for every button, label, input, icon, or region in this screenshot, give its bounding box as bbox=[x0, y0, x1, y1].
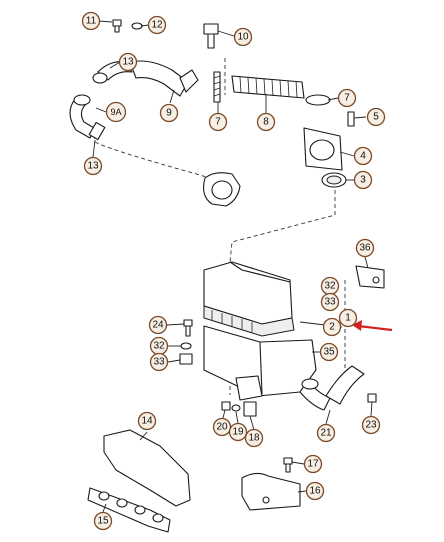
svg-text:1: 1 bbox=[345, 313, 351, 324]
callout-12: 12 bbox=[147, 15, 167, 35]
svg-text:13: 13 bbox=[122, 57, 134, 68]
svg-text:7: 7 bbox=[344, 93, 350, 104]
callout-3: 3 bbox=[353, 170, 373, 190]
callout-35: 35 bbox=[319, 342, 339, 362]
callout-20: 20 bbox=[212, 417, 232, 437]
callout-14: 14 bbox=[137, 411, 157, 431]
svg-text:7: 7 bbox=[215, 117, 221, 128]
svg-text:35: 35 bbox=[323, 347, 335, 358]
svg-text:9A: 9A bbox=[110, 107, 121, 117]
callout-11: 11 bbox=[81, 11, 101, 31]
callout-36: 36 bbox=[355, 238, 375, 258]
callout-8: 8 bbox=[256, 112, 276, 132]
callout-15: 15 bbox=[93, 511, 113, 531]
svg-text:24: 24 bbox=[152, 320, 164, 331]
leader-lines bbox=[92, 20, 373, 513]
svg-text:2: 2 bbox=[329, 322, 335, 333]
svg-text:9: 9 bbox=[166, 108, 172, 119]
svg-text:14: 14 bbox=[141, 416, 153, 427]
callout-32-left: 32 bbox=[149, 336, 169, 356]
callout-7-left: 7 bbox=[208, 112, 228, 132]
callout-7-right: 7 bbox=[337, 88, 357, 108]
svg-text:23: 23 bbox=[365, 420, 377, 431]
callout-13-left: 13 bbox=[83, 156, 103, 176]
callout-5: 5 bbox=[366, 107, 386, 127]
svg-text:10: 10 bbox=[237, 32, 249, 43]
callout-33-left: 33 bbox=[149, 352, 169, 372]
callout-2: 2 bbox=[322, 317, 342, 337]
callout-10: 10 bbox=[233, 27, 253, 47]
svg-text:32: 32 bbox=[324, 281, 336, 292]
svg-text:13: 13 bbox=[87, 161, 99, 172]
callout-16: 16 bbox=[305, 481, 325, 501]
svg-text:20: 20 bbox=[216, 422, 228, 433]
intake-manifold-14-15 bbox=[87, 429, 191, 533]
svg-text:15: 15 bbox=[97, 516, 109, 527]
callout-23: 23 bbox=[361, 415, 381, 435]
callout-32-right: 32 bbox=[320, 276, 340, 296]
callout-9: 9 bbox=[159, 103, 179, 123]
svg-text:36: 36 bbox=[359, 243, 371, 254]
svg-text:11: 11 bbox=[86, 16, 97, 27]
svg-text:5: 5 bbox=[373, 112, 379, 123]
svg-text:12: 12 bbox=[151, 20, 163, 31]
intake-duct-21 bbox=[299, 365, 365, 411]
callout-17: 17 bbox=[303, 454, 323, 474]
svg-text:16: 16 bbox=[309, 486, 321, 497]
svg-text:4: 4 bbox=[360, 151, 366, 162]
svg-text:21: 21 bbox=[320, 428, 332, 439]
small-hardware bbox=[179, 319, 377, 473]
svg-text:17: 17 bbox=[307, 459, 319, 470]
callout-4: 4 bbox=[353, 146, 373, 166]
callout-18: 18 bbox=[244, 428, 264, 448]
svg-text:32: 32 bbox=[153, 341, 165, 352]
callout-9a: 9A bbox=[105, 101, 127, 123]
svg-text:33: 33 bbox=[324, 297, 336, 308]
highlight-arrow bbox=[352, 320, 393, 332]
intake-hose-left bbox=[69, 94, 241, 207]
svg-text:3: 3 bbox=[360, 175, 366, 186]
callout-13-top: 13 bbox=[118, 52, 138, 72]
callout-33-right: 33 bbox=[320, 292, 340, 312]
heat-shield-16 bbox=[241, 472, 301, 511]
callout-21: 21 bbox=[316, 423, 336, 443]
svg-text:33: 33 bbox=[153, 357, 165, 368]
svg-text:18: 18 bbox=[248, 433, 260, 444]
callout-24: 24 bbox=[148, 315, 168, 335]
air-filter-housing bbox=[203, 261, 385, 401]
svg-text:19: 19 bbox=[232, 427, 244, 438]
intake-hose-upper bbox=[92, 19, 355, 188]
svg-text:8: 8 bbox=[263, 117, 269, 128]
callout-19: 19 bbox=[228, 422, 248, 442]
callout-1: 1 bbox=[338, 308, 358, 328]
